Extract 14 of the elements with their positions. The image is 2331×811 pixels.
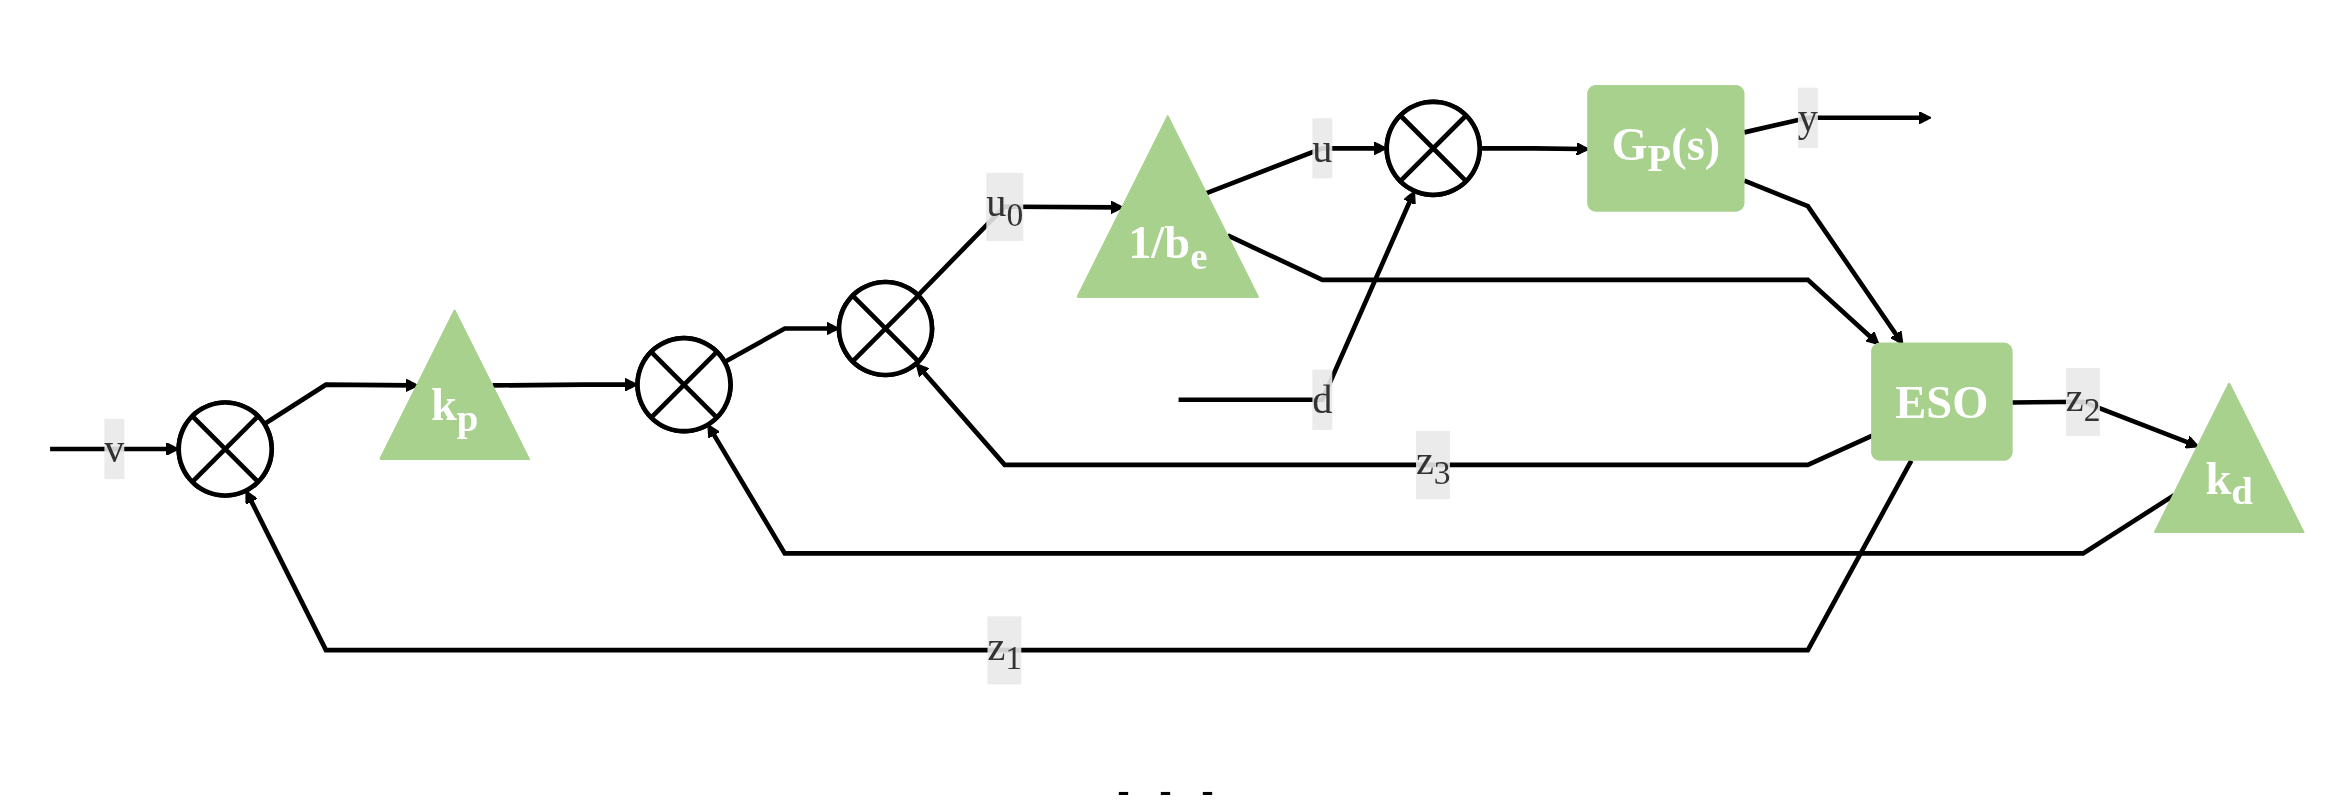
edge-label: v [103, 426, 124, 471]
edge-label: z$_{2}$ [2065, 375, 2101, 429]
arrow [1226, 232, 1880, 345]
edge-label: y [1797, 94, 1818, 140]
edge-label: u$_{0}$ [985, 180, 1023, 234]
edge-label: z$_{1}$ [986, 623, 1022, 677]
edge-label: z$_{3}$ [1415, 438, 1451, 492]
sign-label: - [1201, 769, 1214, 811]
sign-label: - [1159, 769, 1172, 811]
edge-label: u [1311, 125, 1332, 171]
arrow [244, 458, 1913, 652]
edge-label: d [1311, 376, 1332, 422]
sign-label: - [1117, 769, 1130, 811]
arrow [1743, 110, 1932, 135]
